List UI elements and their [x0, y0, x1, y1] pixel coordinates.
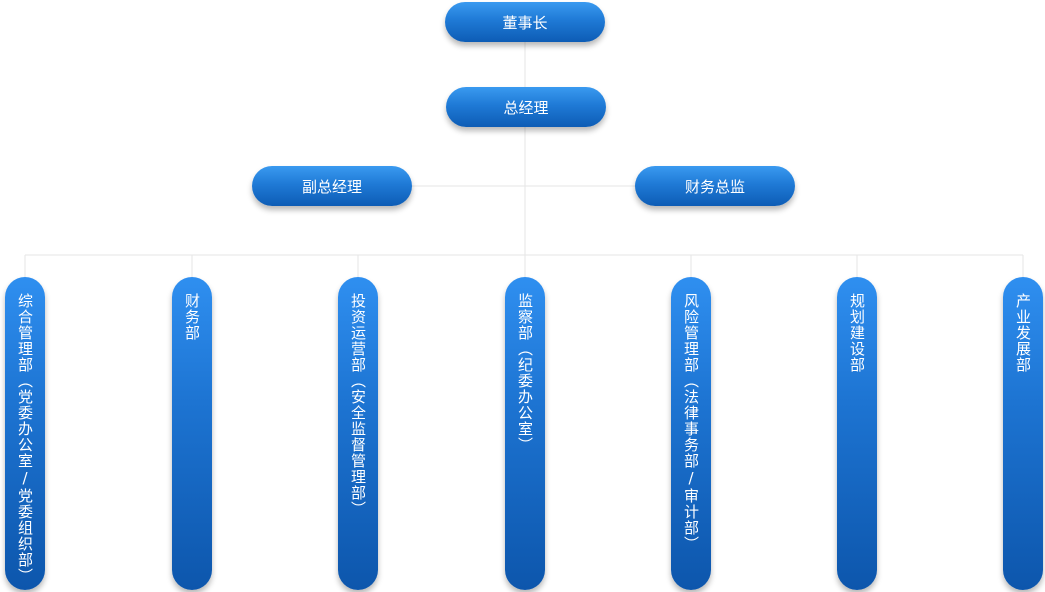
- dept-label: 规划建设部: [848, 293, 866, 373]
- dept-general-management: 综合管理部（党委办公室/党委组织部）: [5, 277, 45, 590]
- cfo-label: 财务总监: [684, 177, 745, 196]
- dept-label: 产业发展部: [1014, 293, 1032, 373]
- dept-label: 财务部: [183, 293, 201, 341]
- cfo-node: 财务总监: [635, 166, 795, 206]
- dept-label: 风险管理部（法律事务部/审计部）: [682, 293, 700, 552]
- chairman-node: 董事长: [445, 2, 605, 42]
- general-manager-node: 总经理: [446, 87, 606, 127]
- chairman-label: 董事长: [502, 13, 548, 32]
- dept-investment-operations: 投资运营部（安全监督管理部）: [338, 277, 378, 590]
- general-manager-label: 总经理: [503, 98, 549, 117]
- dept-label: 投资运营部（安全监督管理部）: [349, 293, 367, 517]
- dept-finance: 财务部: [172, 277, 212, 590]
- dept-label: 综合管理部（党委办公室/党委组织部）: [16, 293, 34, 584]
- dept-industry-development: 产业发展部: [1003, 277, 1043, 590]
- dept-label: 监察部（纪委办公室）: [516, 293, 534, 453]
- dept-risk-management: 风险管理部（法律事务部/审计部）: [671, 277, 711, 590]
- dept-planning-construction: 规划建设部: [837, 277, 877, 590]
- deputy-gm-node: 副总经理: [252, 166, 412, 206]
- deputy-gm-label: 副总经理: [301, 177, 362, 196]
- dept-supervision: 监察部（纪委办公室）: [505, 277, 545, 590]
